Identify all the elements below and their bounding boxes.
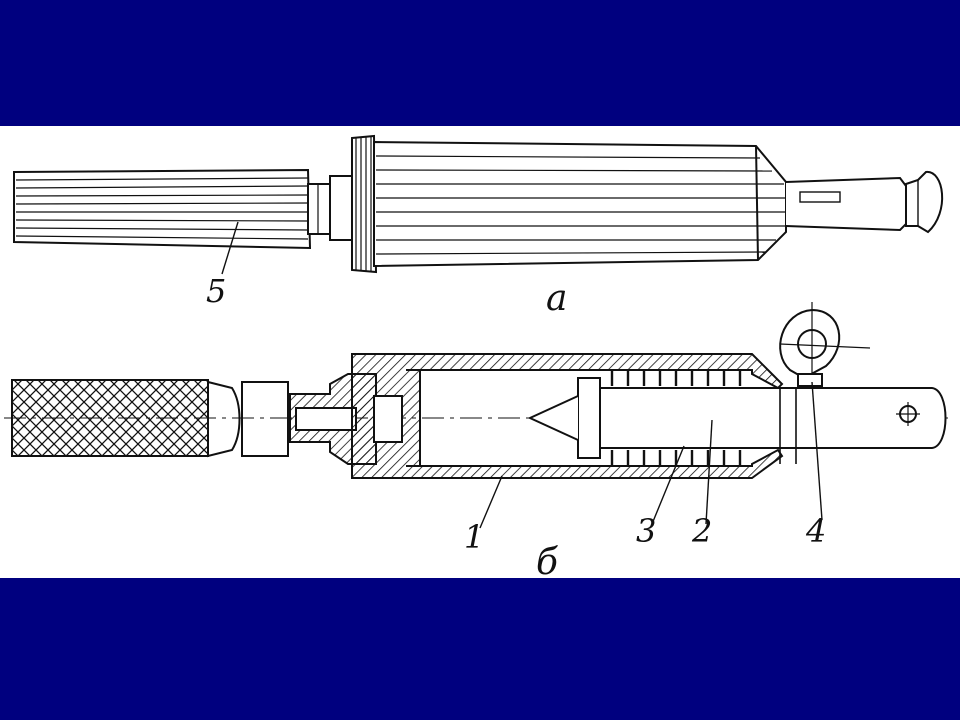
technical-drawing: 5 а 1 3 2 4 б (0, 126, 960, 578)
callout-label-1: 1 (464, 518, 484, 556)
callout-label-3: 3 (636, 512, 656, 550)
bottom-frame-band (0, 578, 960, 720)
callout-label-5: 5 (206, 272, 226, 310)
view-a-caption: а (546, 278, 567, 319)
leader-lines (221, 221, 823, 529)
view-b-caption: б (536, 542, 559, 578)
callout-label-2: 2 (691, 512, 712, 550)
view-b-section (4, 302, 952, 479)
view-a-exterior (13, 134, 943, 274)
top-frame-band (0, 0, 960, 126)
callout-label-4: 4 (805, 512, 826, 550)
